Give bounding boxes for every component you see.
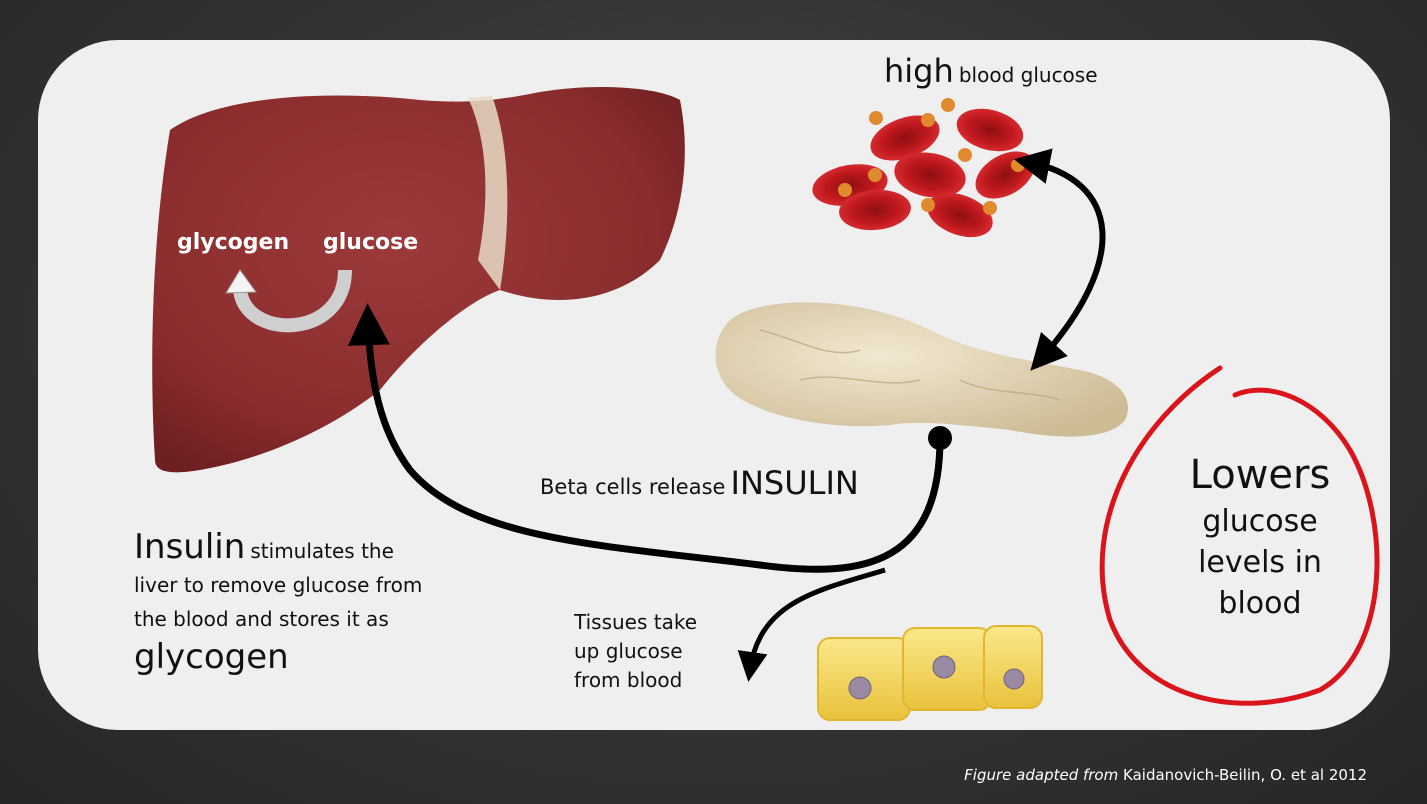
insulin-glycogen-word: glycogen — [134, 637, 422, 677]
tissues-line-1: Tissues take — [574, 608, 697, 637]
caption-source: Kaidanovich-Beilin, O. et al 2012 — [1123, 766, 1367, 784]
insulin-line-3: the blood and stores it as — [134, 607, 422, 631]
lowers-line-1: Lowers — [1160, 452, 1360, 498]
liver-glucose-label: glucose — [323, 230, 418, 255]
caption-italic: Figure adapted from — [964, 766, 1118, 784]
beta-cells-label: Beta cells release INSULIN — [540, 464, 859, 502]
tissues-line-2: up glucose — [574, 637, 697, 666]
beta-cells-small: Beta cells release — [540, 475, 725, 499]
high-word: high — [884, 52, 954, 90]
tissue-cells — [818, 626, 1042, 720]
insulin-big-word: INSULIN — [731, 464, 859, 502]
lowers-line-4: blood — [1160, 586, 1360, 621]
tissues-label: Tissues take up glucose from blood — [574, 608, 697, 695]
insulin-heading: Insulin — [134, 527, 245, 567]
lowers-line-2: glucose — [1160, 504, 1360, 539]
insulin-line-2: liver to remove glucose from — [134, 573, 422, 597]
lowers-glucose-label: Lowers glucose levels in blood — [1160, 452, 1360, 621]
high-blood-glucose-label: high blood glucose — [884, 52, 1098, 90]
insulin-line-1: stimulates the — [250, 539, 394, 563]
lowers-line-3: levels in — [1160, 545, 1360, 580]
tissues-line-3: from blood — [574, 666, 697, 695]
insulin-description: Insulin stimulates the liver to remove g… — [134, 527, 422, 677]
liver-glycogen-label: glycogen — [177, 230, 289, 255]
figure-caption: Figure adapted from Kaidanovich-Beilin, … — [964, 766, 1367, 784]
blood-glucose-word: blood glucose — [959, 63, 1098, 87]
